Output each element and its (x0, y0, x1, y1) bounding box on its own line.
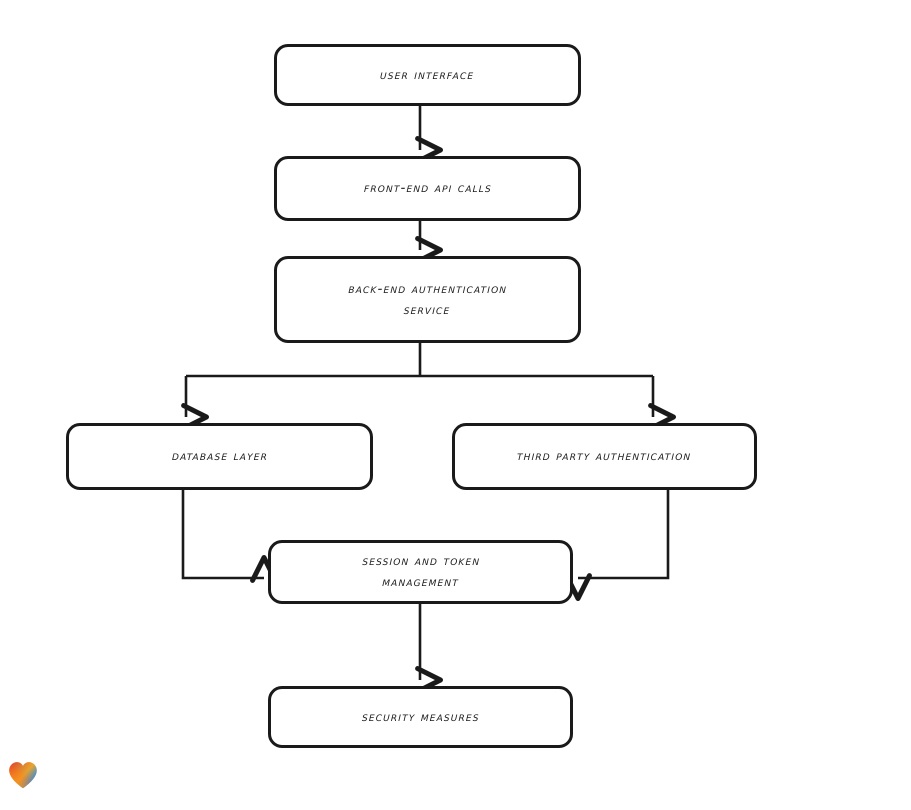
node-label: Database Layer (171, 448, 268, 465)
node-label: Third Party Authentication (517, 448, 692, 465)
heart-icon (9, 762, 37, 789)
node-security-measures[interactable]: Security Measures (268, 686, 573, 748)
node-front-end-api-calls[interactable]: Front-End API Calls (274, 156, 581, 221)
node-session-and-token-management[interactable]: Session and Token Management (268, 540, 573, 604)
edge-thirdparty-to-session (578, 490, 670, 578)
node-label: Front-End API Calls (363, 180, 492, 197)
edge-database-to-session (181, 490, 264, 578)
node-third-party-authentication[interactable]: Third Party Authentication (452, 423, 757, 490)
node-label: User Interface (380, 66, 475, 83)
node-back-end-authentication-service[interactable]: Back-End Authentication Service (274, 256, 581, 343)
node-label: Back-End Authentication Service (348, 280, 508, 318)
node-database-layer[interactable]: Database Layer (66, 423, 373, 490)
node-label: Session and Token Management (361, 553, 481, 590)
node-user-interface[interactable]: User Interface (274, 44, 581, 106)
node-label: Security Measures (361, 708, 480, 725)
